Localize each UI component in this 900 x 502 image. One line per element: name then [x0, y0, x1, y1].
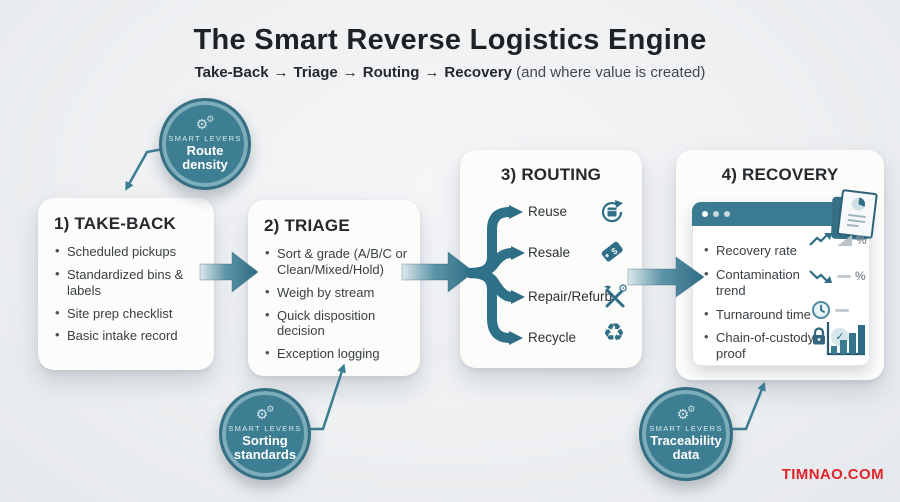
- badge-label: Sorting standards: [233, 432, 297, 462]
- metric-item: Turnaround time: [703, 306, 819, 323]
- badge-label: Route density: [182, 142, 228, 172]
- lock-icon: [813, 327, 825, 345]
- bullet-item: Basic intake record: [54, 327, 200, 344]
- trend-down-icon: %: [809, 269, 866, 283]
- bullet-item: Sort & grade (A/B/C or Clean/Mixed/Hold): [264, 245, 408, 278]
- recovery-dashboard-window: Recovery rate Contamination trend Turnar…: [692, 188, 878, 366]
- bullet-item: Site prep checklist: [54, 305, 200, 322]
- recycle-icon: ♻: [602, 318, 626, 347]
- arrow-glyph: →: [424, 64, 440, 81]
- badge-eyebrow: SMART LEVERS: [168, 133, 242, 143]
- gears-icon: ⚙⚙: [195, 114, 215, 133]
- routing-channel-recycle: Recycle: [528, 330, 577, 345]
- resale-tag-icon: $: [598, 236, 628, 266]
- page-title: The Smart Reverse Logistics Engine: [193, 24, 707, 56]
- routing-channel-resale: Resale: [528, 245, 571, 260]
- window-dot: [713, 211, 719, 217]
- routing-heading: 3) ROUTING: [500, 165, 602, 184]
- recovery-metrics: Recovery rate Contamination trend Turnar…: [703, 242, 819, 370]
- repair-tools-icon: ⚙: [601, 281, 631, 311]
- connector-route-density: [125, 147, 164, 191]
- connector-sorting-standards: [304, 363, 346, 431]
- routing-channel-reuse: Reuse: [528, 204, 568, 219]
- watermark: TIMNAO.COM: [781, 466, 884, 483]
- trend-up-icon: %: [809, 233, 867, 247]
- metric-item: Recovery rate: [703, 242, 819, 259]
- smart-lever-badge-traceability-data: ⚙⚙ SMART LEVERS Traceability data: [639, 387, 733, 481]
- triage-heading: 2) TRIAGE: [264, 216, 350, 235]
- svg-text:$: $: [609, 246, 619, 257]
- take-back-card: 1) TAKE-BACK Scheduled pickups Standardi…: [38, 198, 214, 370]
- clock-icon: [811, 300, 849, 320]
- gears-icon: ⚙⚙: [676, 404, 696, 423]
- bullet-item: Scheduled pickups: [54, 243, 200, 260]
- take-back-heading: 1) TAKE-BACK: [54, 214, 177, 233]
- subtitle: Take-Back→Triage→Routing→Recovery (and w…: [0, 64, 900, 81]
- window-dot: [702, 211, 708, 217]
- smart-lever-badge-sorting-standards: ⚙⚙ SMART LEVERS Sorting standards: [219, 388, 311, 480]
- badge-eyebrow: SMART LEVERS: [228, 423, 302, 433]
- triage-bullets: Sort & grade (A/B/C or Clean/Mixed/Hold)…: [264, 245, 408, 362]
- badge-label: Traceability data: [650, 432, 722, 462]
- reuse-icon: [597, 197, 627, 227]
- metric-item: Chain-of-custody proof: [703, 329, 819, 362]
- metric-item: Contamination trend: [703, 266, 819, 299]
- recovery-heading: 4) RECOVERY: [721, 165, 839, 184]
- arrow-glyph: →: [273, 64, 289, 81]
- smart-lever-badge-route-density: ⚙⚙ SMART LEVERS Route density: [159, 98, 251, 190]
- arrow-glyph: →: [342, 64, 358, 81]
- subtitle-suffix: (and where value is created): [516, 64, 706, 81]
- triage-card: 2) TRIAGE Sort & grade (A/B/C or Clean/M…: [248, 200, 420, 376]
- gears-icon: ⚙⚙: [255, 404, 275, 423]
- badge-eyebrow: SMART LEVERS: [649, 423, 723, 433]
- subtitle-stage-triage: Triage: [293, 64, 338, 81]
- bullet-item: Exception logging: [264, 345, 408, 362]
- window-dot: [724, 211, 730, 217]
- bar-chart-icon: [823, 320, 867, 365]
- subtitle-stage-recovery: Recovery: [444, 64, 512, 81]
- subtitle-stage-takeback: Take-Back: [194, 64, 269, 81]
- bullet-item: Weigh by stream: [264, 284, 408, 301]
- recovery-card: 4) RECOVERY: [676, 150, 884, 380]
- routing-channel-repair: Repair/Refurb: [528, 289, 613, 304]
- routing-card: 3) ROUTING Reuse Resale Repair/Refurb Re…: [460, 150, 642, 368]
- take-back-bullets: Scheduled pickups Standardized bins & la…: [54, 243, 200, 344]
- report-doc-icon: [830, 188, 880, 244]
- bullet-item: Quick disposition decision: [264, 307, 408, 340]
- bullet-item: Standardized bins & labels: [54, 266, 200, 299]
- subtitle-stage-routing: Routing: [362, 64, 420, 81]
- svg-text:⚙: ⚙: [618, 282, 628, 295]
